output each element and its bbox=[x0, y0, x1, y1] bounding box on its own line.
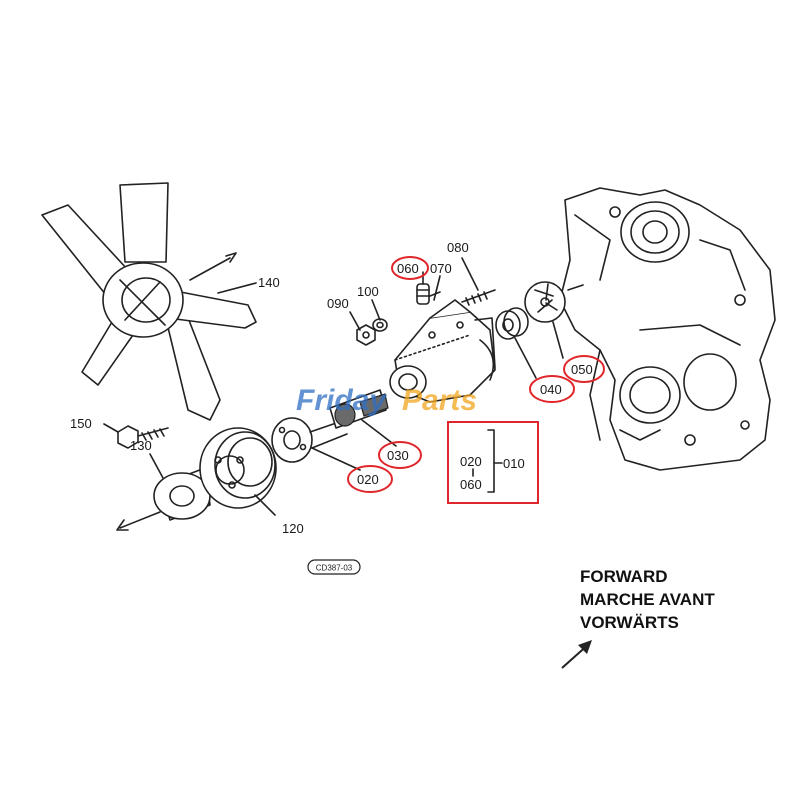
highlight-ring-030 bbox=[378, 441, 422, 469]
shaft-bearing bbox=[329, 389, 389, 429]
forward-arrow-icon bbox=[561, 640, 592, 669]
highlight-rings bbox=[347, 256, 605, 493]
fan-assembly bbox=[41, 182, 257, 421]
label-part-090: 090 bbox=[327, 296, 349, 311]
watermark-logo: Friday Parts bbox=[296, 384, 477, 417]
stud-080 bbox=[461, 289, 496, 306]
impeller-050 bbox=[524, 281, 584, 323]
highlight-ring-020 bbox=[347, 465, 393, 493]
label-part-150: 150 bbox=[70, 416, 92, 431]
figure-code: CD387-03 bbox=[316, 564, 353, 573]
figure-code-tag: CD387-03 bbox=[307, 559, 361, 575]
label-part-100: 100 bbox=[357, 284, 379, 299]
direction-forward: FORWARD bbox=[580, 567, 668, 586]
label-part-130: 130 bbox=[130, 438, 152, 453]
watermark-text-parts: Parts bbox=[402, 384, 477, 417]
assembly-callout-box: 020 060 010 bbox=[447, 421, 539, 504]
highlight-ring-050 bbox=[563, 355, 605, 383]
label-part-070: 070 bbox=[430, 261, 452, 276]
label-part-120: 120 bbox=[282, 521, 304, 536]
pump-flange bbox=[271, 417, 348, 463]
bolt-150 bbox=[117, 425, 169, 449]
washer-100 bbox=[372, 318, 388, 332]
direction-marche-avant: MARCHE AVANT bbox=[580, 590, 715, 609]
pump-body bbox=[389, 291, 496, 403]
label-part-030: 030 bbox=[387, 448, 409, 463]
fan-blade bbox=[119, 182, 169, 263]
direction-vorwarts: VORWÄRTS bbox=[580, 613, 679, 632]
nut-090 bbox=[356, 324, 376, 346]
label-part-060: 060 bbox=[397, 261, 419, 276]
pulley-120 bbox=[199, 427, 277, 509]
highlight-ring-040 bbox=[529, 375, 575, 403]
label-part-140: 140 bbox=[258, 275, 280, 290]
label-part-080: 080 bbox=[447, 240, 469, 255]
watermark-text-friday: Friday bbox=[296, 384, 387, 417]
spacer-130 bbox=[116, 467, 211, 531]
assembly-part-a: 020 bbox=[460, 454, 482, 469]
leader-lines bbox=[103, 257, 564, 516]
label-part-050: 050 bbox=[571, 362, 593, 377]
seal-040 bbox=[495, 307, 529, 340]
assembly-label: 010 bbox=[503, 456, 525, 471]
label-part-040: 040 bbox=[540, 382, 562, 397]
label-part-020: 020 bbox=[357, 472, 379, 487]
fitting-060 bbox=[416, 283, 430, 305]
highlight-ring-060 bbox=[391, 256, 429, 280]
fan-blade bbox=[164, 309, 221, 421]
engine-block-outline bbox=[559, 187, 776, 471]
assembly-part-b: 060 bbox=[460, 477, 482, 492]
